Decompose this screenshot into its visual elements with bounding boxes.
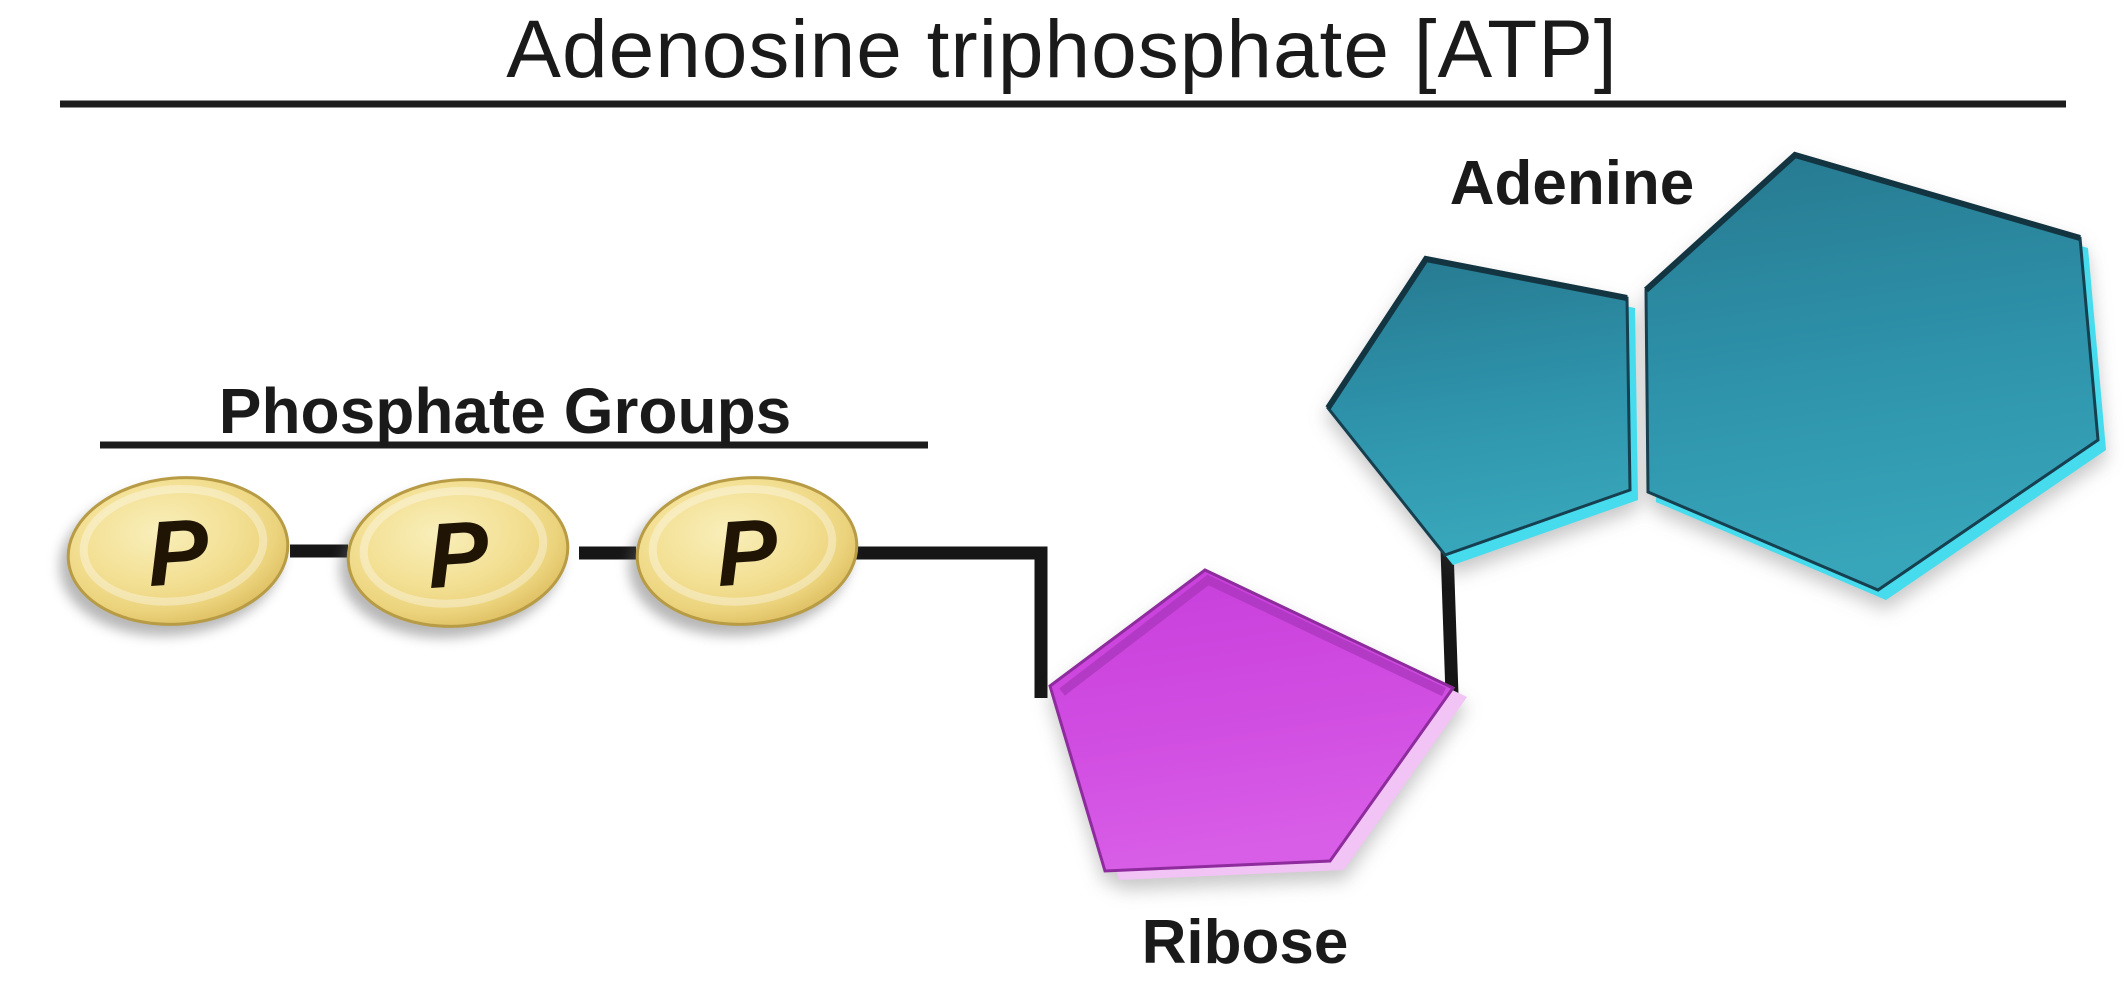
ribose-label: Ribose (1141, 908, 1349, 977)
phosphate-coin-face (635, 476, 859, 626)
adenine-hexagon-top-edge (1643, 151, 2081, 293)
phosphate-coin-face (346, 478, 570, 628)
phosphate-p-symbol-2: P (423, 501, 493, 608)
phosphate-p-symbol-1: P (143, 499, 213, 606)
adenine-pentagon-top-edge (1325, 255, 1628, 410)
adenine-ribose-bond (1440, 548, 1459, 696)
phosphate-coin-face (66, 476, 290, 626)
page-title: Adenosine triphosphate [ATP] (506, 4, 1618, 95)
ribose-main-face (1048, 568, 1456, 873)
phosphate-coin-3 (635, 476, 859, 626)
ribose-pentagon-shape (1048, 568, 1467, 880)
phosphate-coin-highlight (79, 485, 268, 606)
phosphate-coin-highlight (648, 485, 837, 606)
phosphate-ribose-bond (851, 546, 1048, 698)
phosphate-coin-highlight (359, 487, 548, 608)
bond-lines (290, 544, 1459, 698)
phosphate-coin-2 (346, 478, 570, 628)
ribose-top-edge-bevel (1059, 574, 1446, 697)
phosphate-coin-1 (66, 476, 290, 626)
phosphate-groups-label: Phosphate Groups (218, 375, 792, 447)
adenine-rings-shape (1325, 151, 2106, 600)
adenine-label: Adenine (1449, 149, 1695, 218)
phosphate-p-symbol-3: P (712, 499, 782, 606)
